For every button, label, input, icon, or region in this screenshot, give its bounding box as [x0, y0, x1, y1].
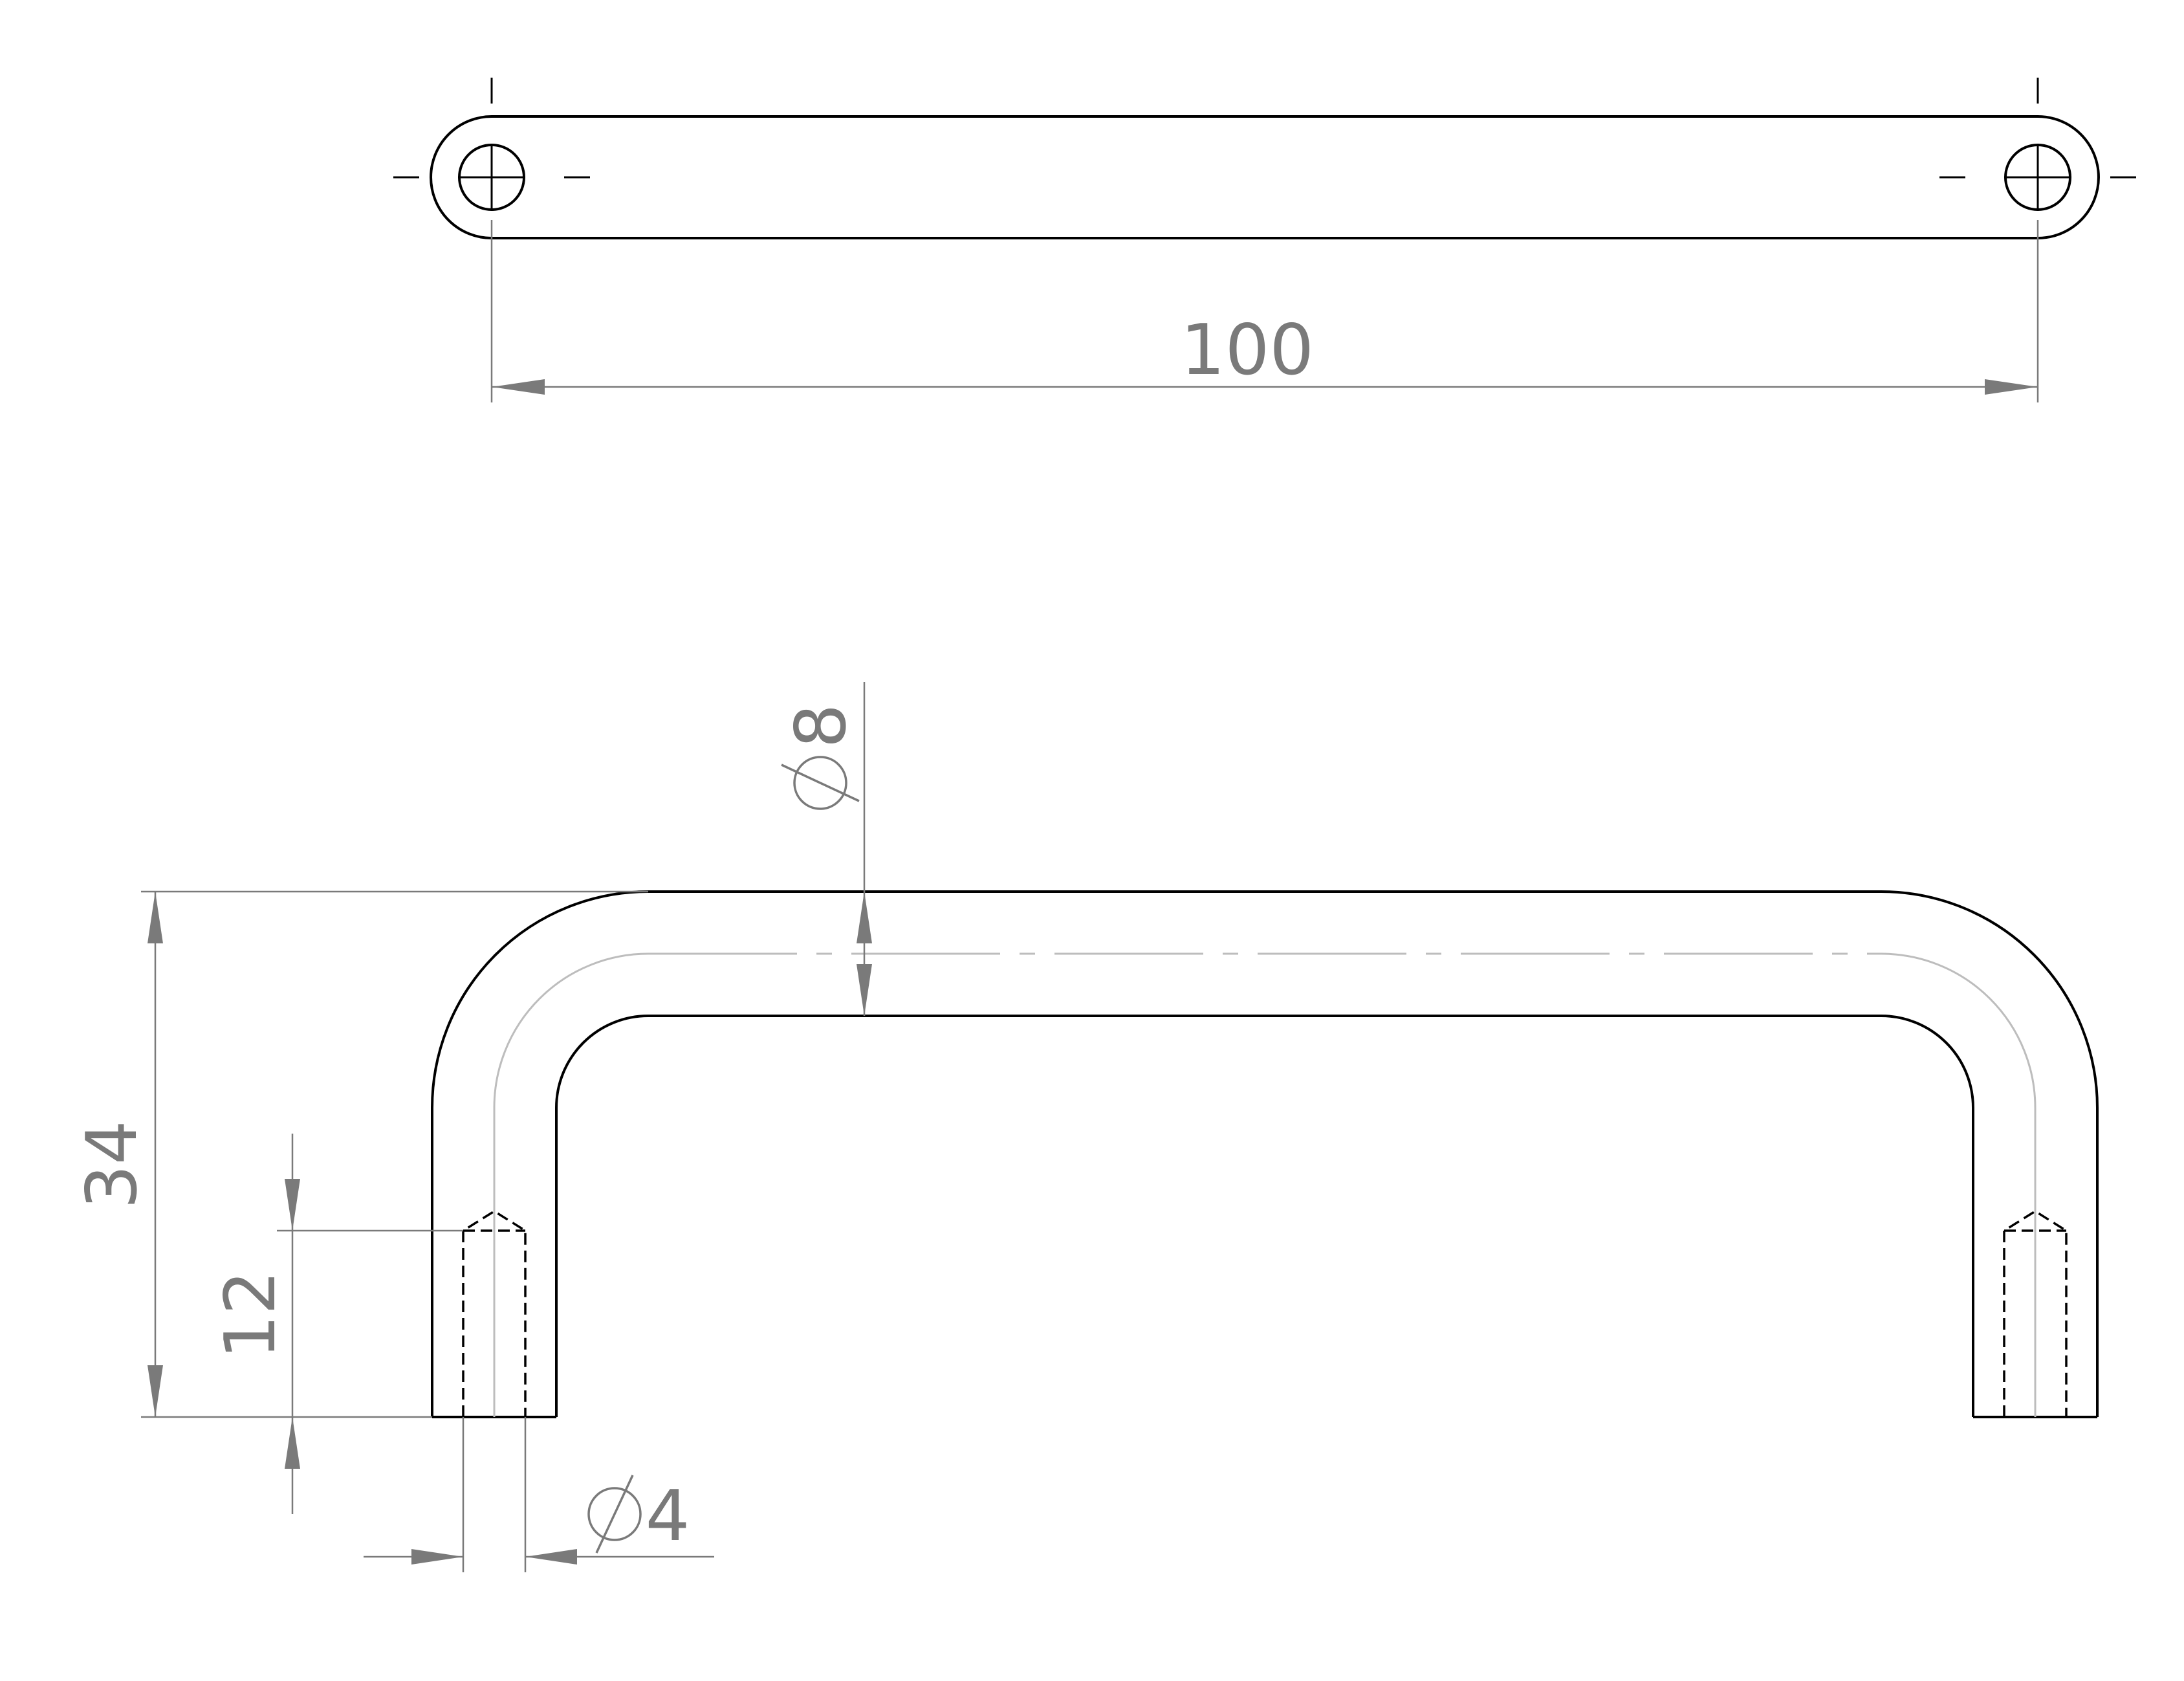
dimension-length: 100 — [490, 220, 2039, 402]
dimension-thread-depth: 12 — [210, 1134, 463, 1514]
dimension-arrow — [285, 1179, 300, 1231]
right-center-mark — [1939, 78, 2136, 211]
dimension-arrow — [1985, 379, 2038, 395]
dimension-height-label: 34 — [72, 1120, 153, 1209]
left-center-mark — [393, 78, 590, 211]
dimension-arrow — [492, 379, 545, 395]
right-threaded-hole — [2003, 1209, 2068, 1417]
left-threaded-hole — [462, 1209, 527, 1417]
diameter-symbol-icon — [587, 1475, 642, 1554]
dimension-rod-diameter-label: 8 — [781, 704, 862, 749]
dimension-hole-diameter-label: 4 — [646, 1476, 690, 1557]
dimension-thread-depth-label: 12 — [210, 1270, 291, 1359]
dimension-arrow — [857, 892, 872, 943]
front-view: 34 12 4 — [72, 682, 2099, 1572]
dimension-rod-diameter: 8 — [781, 682, 872, 1016]
handle-outer-contour — [431, 890, 2099, 1417]
top-view-outline — [430, 115, 2100, 239]
dimension-arrow — [857, 964, 872, 1016]
dimension-hole-diameter: 4 — [364, 1417, 714, 1572]
dimension-arrow — [147, 1365, 163, 1417]
dimension-arrow — [411, 1549, 463, 1565]
dimension-height: 34 — [72, 890, 648, 1418]
handle-inner-contour — [555, 1015, 1974, 1417]
dimension-arrow — [285, 1417, 300, 1469]
rod-axis-left-bend — [493, 952, 649, 1139]
dimension-arrow — [147, 892, 163, 943]
dimension-arrow — [525, 1549, 577, 1565]
diameter-symbol-icon — [781, 756, 860, 810]
dimension-length-label: 100 — [1181, 310, 1314, 391]
rod-axis-right-bend — [1881, 952, 2037, 1139]
top-view: 100 — [393, 78, 2136, 402]
